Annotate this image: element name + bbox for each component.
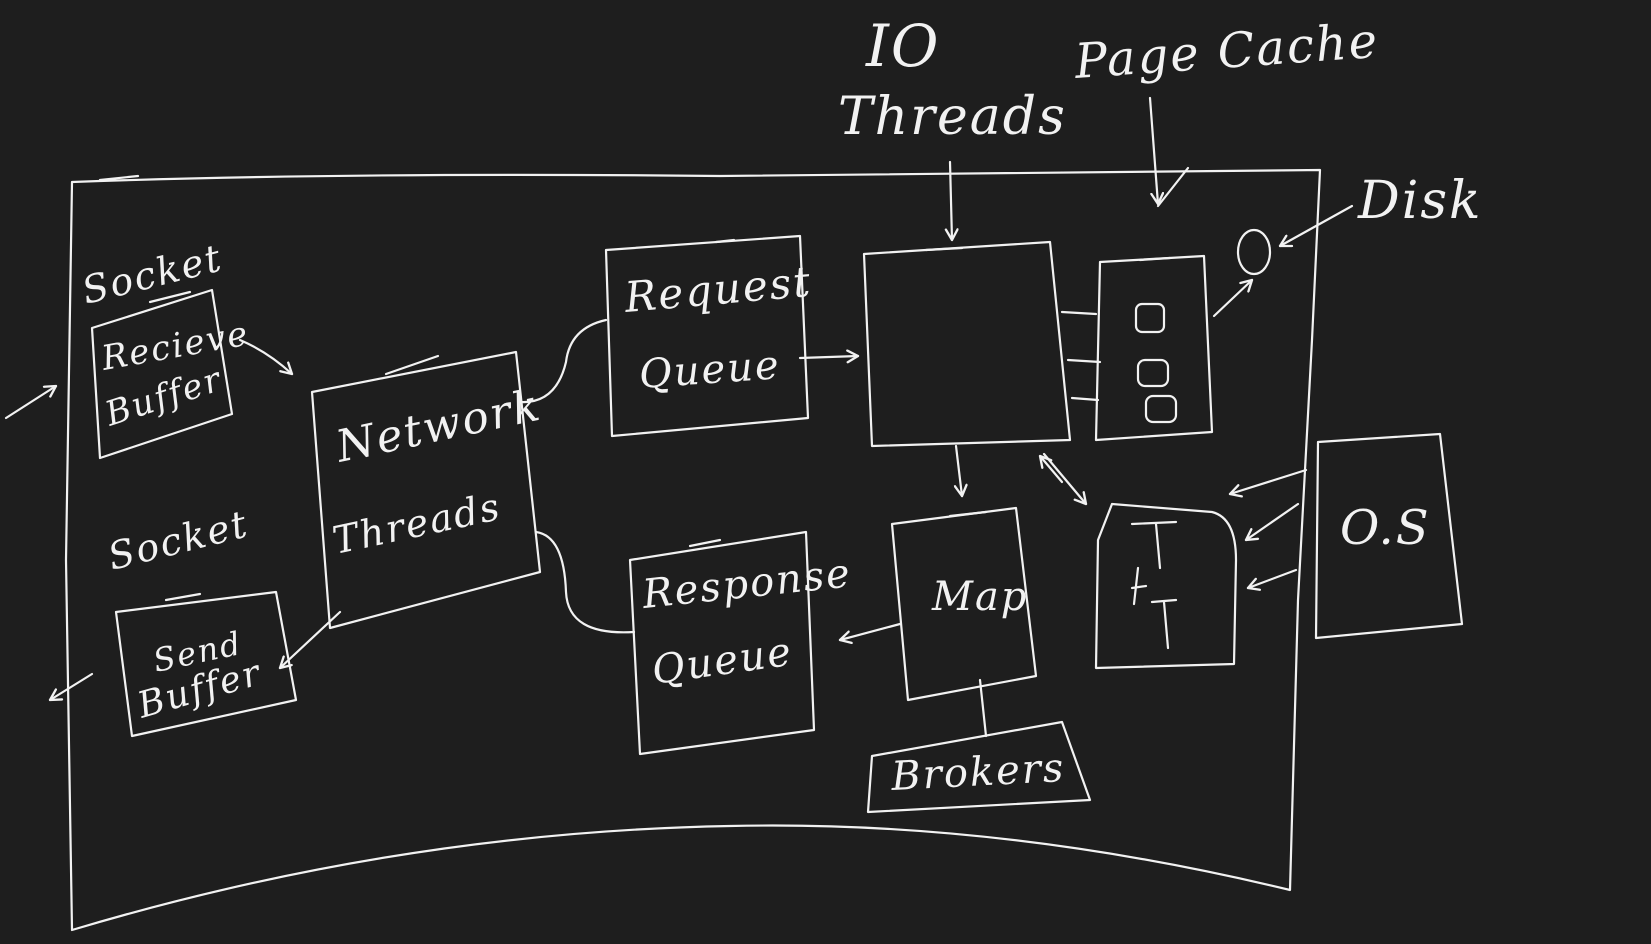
brokers-label: Brokers (889, 745, 1066, 800)
receive-to-network-arrow (238, 338, 294, 376)
io-label: IO (865, 12, 940, 80)
receive-buffer-tick (148, 290, 192, 304)
request-queue-label-1: Request (622, 257, 814, 322)
response-queue-box (628, 530, 816, 756)
ok-mark (1236, 228, 1272, 276)
recieve-buffer-label-1: Recieve (98, 314, 253, 379)
map-to-brokers-line (978, 678, 988, 738)
fd-mark-2 (1130, 566, 1148, 606)
cache-to-disk-arrow (1212, 278, 1254, 318)
map-box-tick (948, 510, 988, 518)
send-buffer-tick (164, 592, 202, 602)
page-cache-block-3 (1144, 394, 1178, 424)
page-cache-block-2 (1136, 358, 1170, 388)
response-to-network-connector (534, 530, 636, 634)
io-to-cache-arrow-1 (1060, 310, 1098, 316)
request-queue-box (604, 234, 810, 438)
network-to-send-arrow (278, 610, 342, 670)
brokers-box (866, 720, 1092, 814)
socket-bottom-label: Socket (104, 501, 253, 578)
network-threads-box (310, 350, 542, 630)
disk-label: Disk (1357, 171, 1483, 231)
page-cache-label-arrow (1148, 96, 1165, 206)
os-box (1314, 432, 1464, 640)
fd-box (1094, 502, 1238, 670)
os-to-fd-arrow-1 (1228, 468, 1308, 498)
fd-io-back-arrow (1038, 454, 1064, 484)
io-to-cache-arrow-2 (1066, 358, 1102, 364)
page-cache-label: Page Cache (1072, 13, 1381, 90)
page-cache-box (1094, 254, 1214, 442)
os-label: O.S (1340, 500, 1431, 556)
request-queue-label-2: Queue (637, 342, 782, 398)
receive-buffer-box (90, 288, 234, 460)
response-queue-label-1: Response (639, 550, 854, 618)
page-cache-block-1 (1134, 302, 1166, 334)
io-label-arrow (944, 160, 959, 242)
disk-arrow (1278, 204, 1354, 248)
request-to-io-arrow (798, 349, 860, 364)
network-threads-label-1: Network (331, 380, 546, 473)
page-cache-arrowhead-wing (1156, 166, 1190, 208)
io-to-map-arrow (953, 444, 968, 498)
fd-mark-3 (1150, 598, 1178, 650)
request-queue-tick (714, 238, 736, 244)
network-to-request-connector (518, 318, 608, 404)
incoming-arrow (4, 384, 58, 420)
outgoing-arrow (48, 672, 94, 702)
io-threads-tick (924, 246, 964, 252)
page-cache-tick (1138, 256, 1172, 262)
outer-container (64, 168, 1322, 932)
response-queue-tick (688, 538, 722, 548)
send-buffer-box (114, 590, 298, 738)
outer-container-tick (98, 174, 140, 182)
fd-mark-1 (1130, 520, 1178, 570)
threads-top-label: Threads (838, 87, 1067, 147)
response-queue-label-2: Queue (649, 629, 796, 694)
map-to-response-arrow (838, 622, 902, 645)
network-threads-label-2: Threads (329, 484, 505, 563)
io-fd-double-arrow (1042, 452, 1088, 506)
os-to-fd-arrow-2 (1244, 502, 1300, 542)
map-label: Map (931, 574, 1028, 620)
io-to-cache-arrow-3 (1070, 396, 1100, 402)
os-to-fd-arrow-3 (1246, 568, 1298, 591)
network-threads-tick (384, 354, 440, 376)
io-threads-box (862, 240, 1072, 448)
